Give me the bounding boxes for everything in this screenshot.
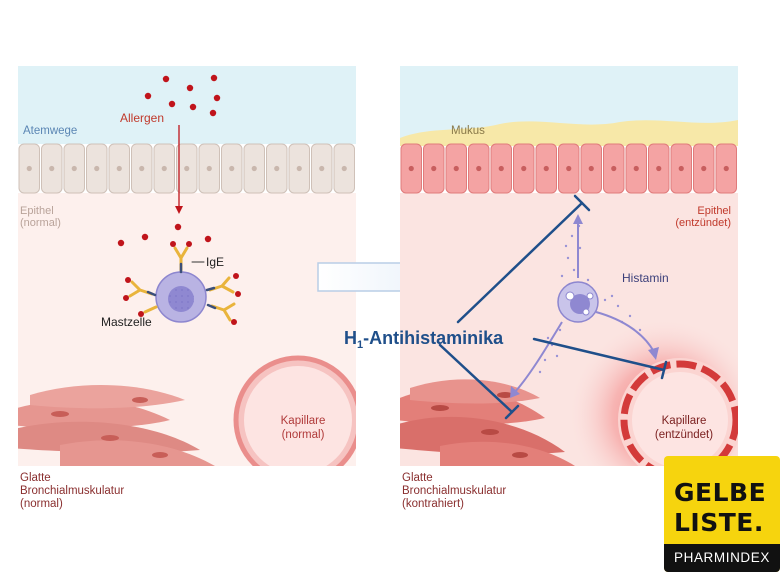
cell-nucleus [161,165,167,172]
cell-nucleus [408,165,414,172]
histamine-arrows [514,222,655,393]
label-capillary-inflamed-state: (entzündet) [655,429,713,441]
cell-nucleus [71,165,77,172]
label-airways: Atemwege [23,125,77,137]
ige-antibodies [123,241,241,325]
cell-nucleus [678,165,684,172]
cell-nucleus [633,165,639,172]
label-epithelium-normal: Epithel [20,205,54,217]
cell-nucleus [251,165,257,172]
label-smooth-muscle-normal-1: Glatte [20,472,51,484]
cell-nucleus [453,165,459,172]
cell-nucleus [296,165,302,172]
allergen-arrowhead [175,206,183,214]
cell-nucleus [341,165,347,172]
logo-line-1: GELBE [674,478,767,507]
cell-nucleus [26,165,32,172]
smooth-muscle-left [18,384,215,466]
label-allergen: Allergen [120,111,164,125]
cell-nucleus [701,165,707,172]
capillary-normal [233,355,356,466]
label-smooth-muscle-normal-2: Bronchialmuskulatur [20,485,124,497]
label-antihistamines: H1-Antihistaminika [344,328,504,351]
cell-nucleus [431,165,437,172]
airway-lumen-left [18,66,356,144]
cell-nucleus [543,165,549,172]
label-mucus: Mukus [451,125,485,137]
gelbe-liste-logo: GELBE LISTE. PHARMINDEX [664,456,780,572]
label-smooth-muscle-contracted-3: (kontrahiert) [402,498,464,510]
cell-nucleus [229,165,235,172]
label-epithelium-inflamed: Epithel [697,205,731,217]
cell-nucleus [184,165,190,172]
cell-nucleus [319,165,325,172]
cell-nucleus [206,165,212,172]
cell-nucleus [364,166,369,171]
capillary-inflamed [618,358,738,466]
epithelial-cell-normal [357,144,378,193]
cell-nucleus [521,165,527,172]
cell-nucleus [656,165,662,172]
left-panel [18,66,378,466]
cell-nucleus [588,165,594,172]
label-smooth-muscle-contracted-2: Bronchialmuskulatur [402,485,506,497]
cell-nucleus [611,165,617,172]
allergen-particles [117,74,221,247]
cell-nucleus [723,165,729,172]
epithelium-cells-right [400,143,760,194]
cell-nucleus [116,165,122,172]
cell-nucleus [566,165,572,172]
mast-cell [155,271,207,323]
label-smooth-muscle-contracted-1: Glatte [402,472,433,484]
label-ige: IgE [206,255,224,269]
cell-nucleus [476,165,482,172]
label-capillary-normal: Kapillare [281,415,326,427]
epithelium-cells-left [18,143,378,194]
cell-nucleus [49,165,55,172]
label-capillary-inflamed: Kapillare [662,415,707,427]
label-capillary-normal-state: (normal) [282,429,325,441]
logo-bar: PHARMINDEX [664,544,780,572]
label-histamine: Histamin [622,271,669,285]
cell-nucleus [274,165,280,172]
label-mast-cell: Mastzelle [101,315,152,329]
logo-line-2: LISTE. [674,508,764,537]
histamine-cell [557,281,599,323]
mucus-layer [400,120,738,146]
epithelial-cell-inflamed [739,144,760,193]
label-smooth-muscle-normal-3: (normal) [20,498,63,510]
cell-nucleus [94,165,100,172]
cell-nucleus [746,166,751,171]
label-epithelium-inflamed-state: (entzündet) [675,217,731,229]
cell-nucleus [498,165,504,172]
cell-nucleus [139,165,145,172]
histamine-arrowheads [510,214,659,398]
label-epithelium-normal-state: (normal) [20,217,61,229]
antihistamine-blockers [438,194,668,420]
